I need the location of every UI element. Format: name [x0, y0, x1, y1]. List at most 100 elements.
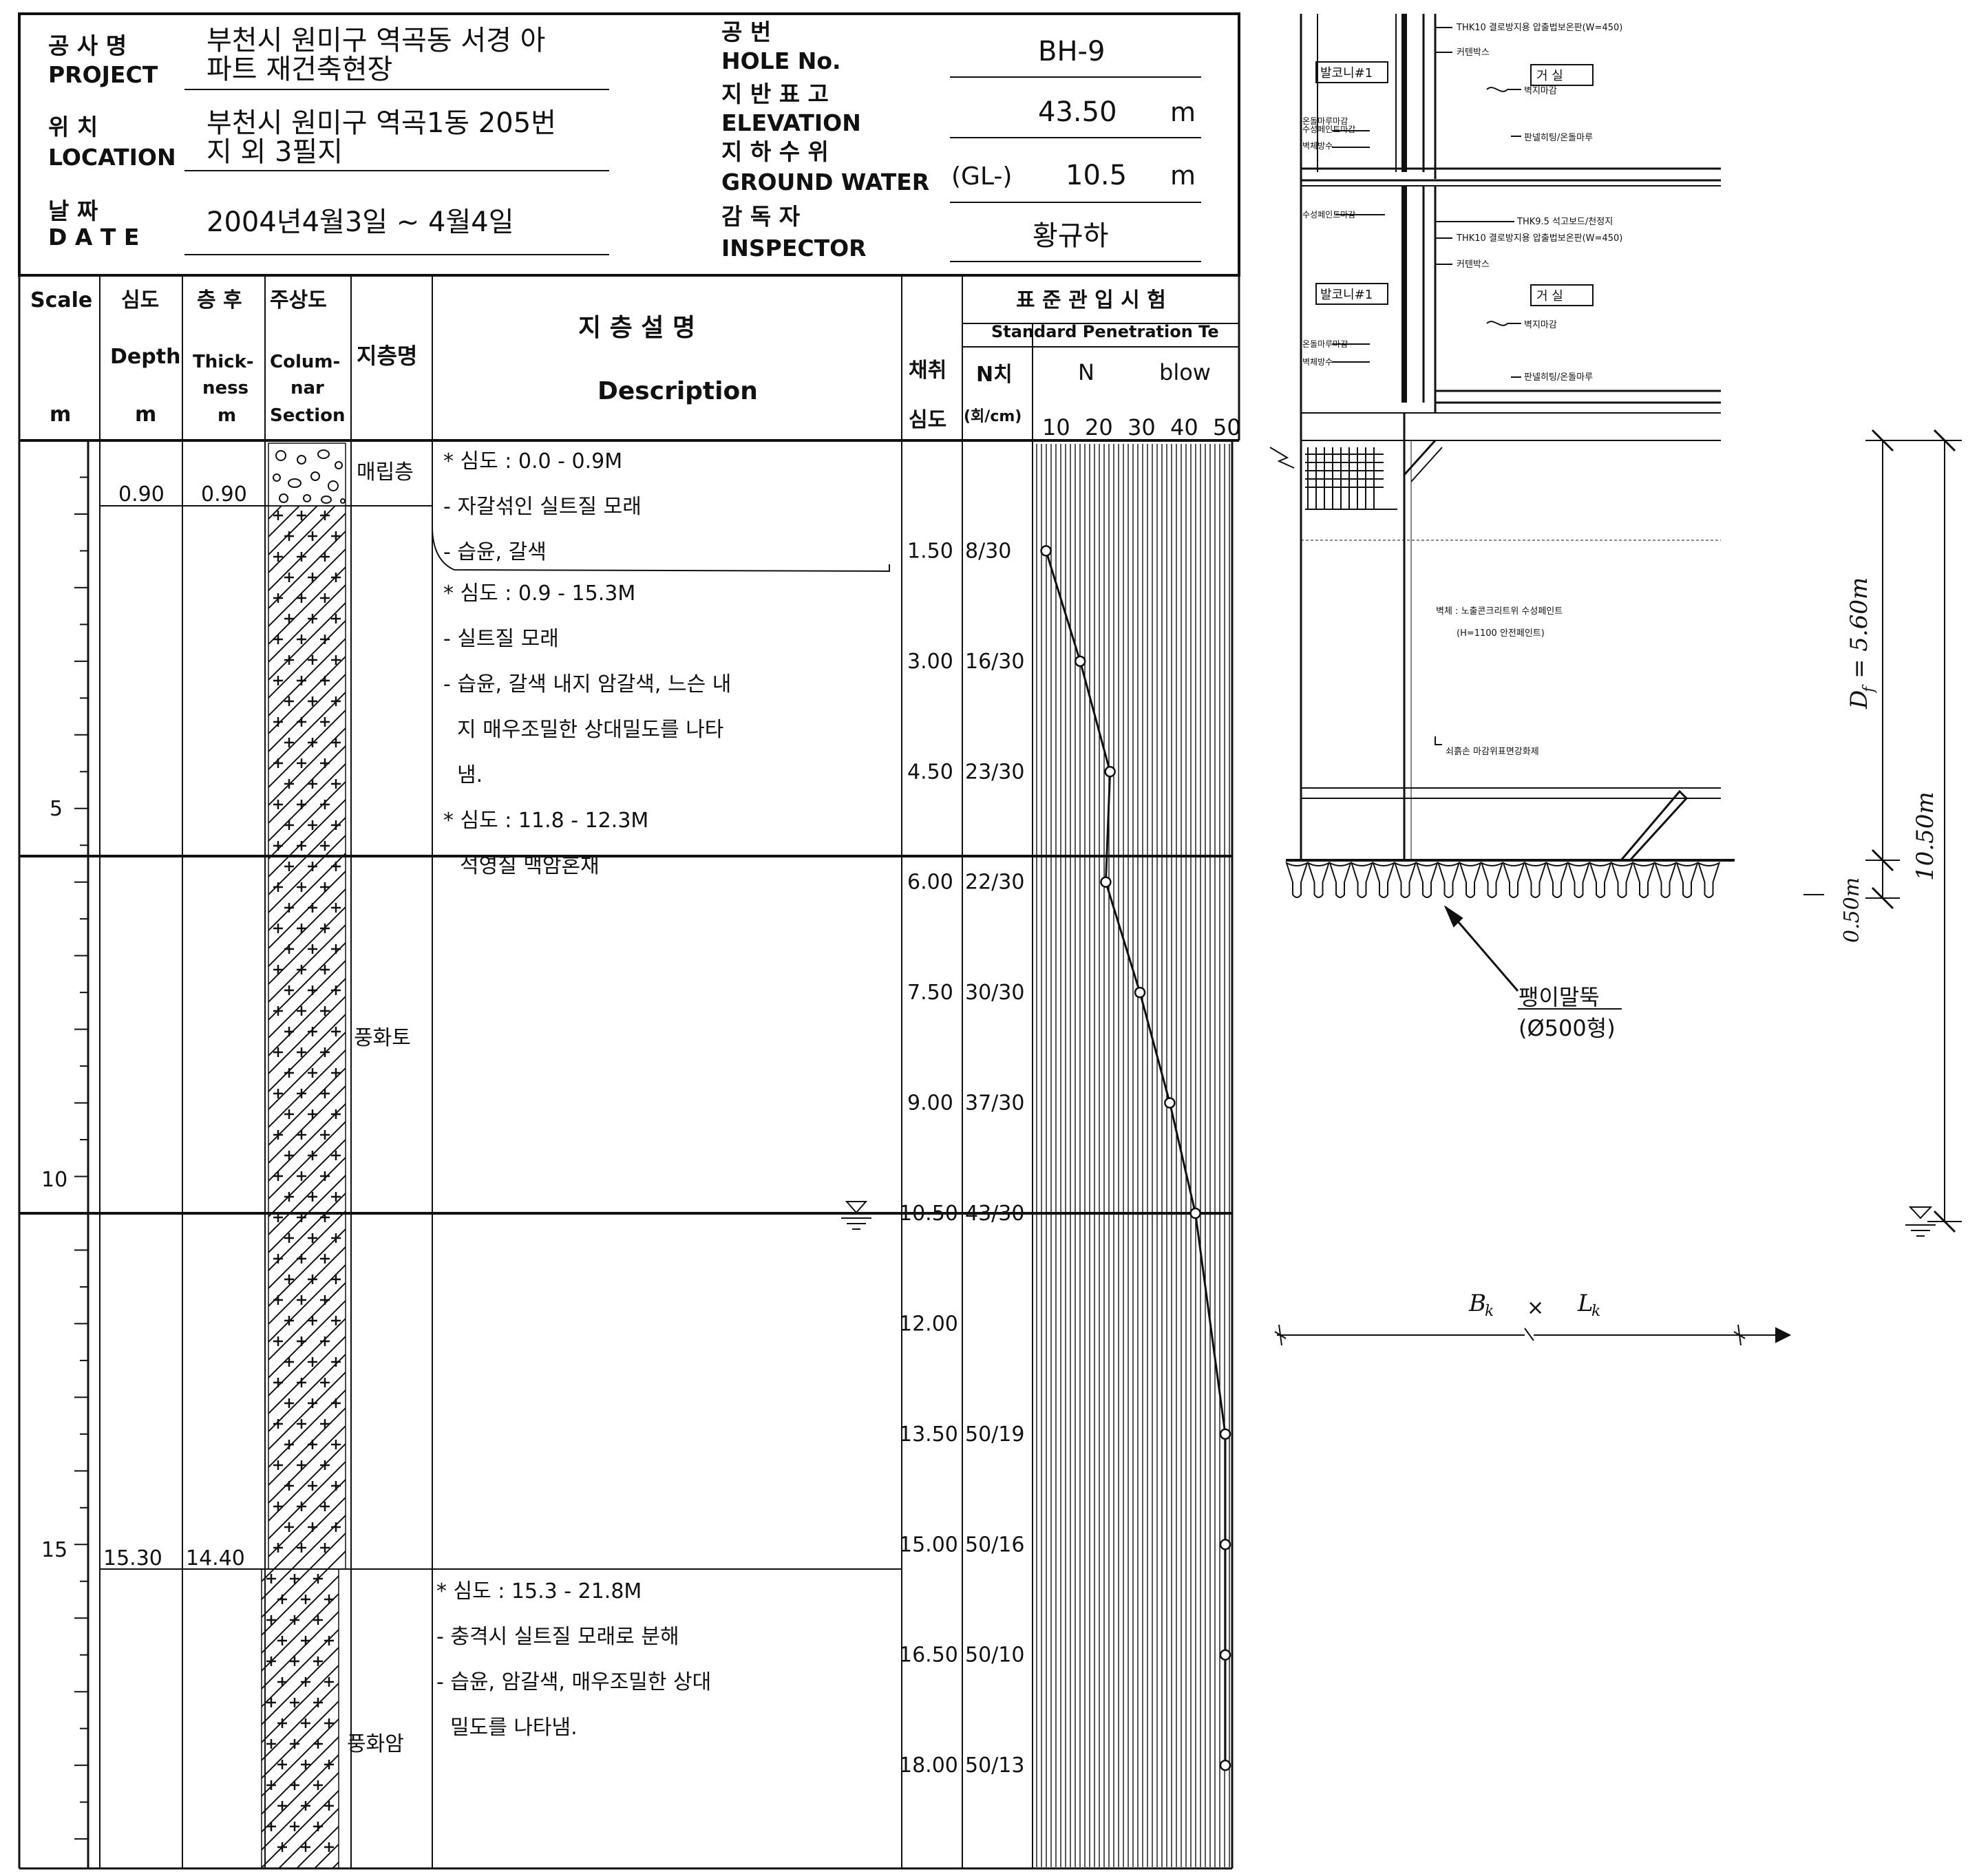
scale-ruler [74, 440, 89, 1868]
layer-name-weathered-soil: 풍화토 [354, 1026, 411, 1050]
sample-depth-label: 18.00 [899, 1754, 958, 1778]
groundwater-label-ko: 지 하 수 위 [721, 138, 829, 165]
note-mid-waterproof: 벽체방수 [1302, 357, 1333, 367]
spt-data-point [1100, 876, 1112, 888]
plus-mark [273, 1130, 283, 1140]
top-pile [1306, 861, 1331, 898]
plus-mark [284, 1068, 294, 1078]
top-pile [1589, 861, 1612, 898]
scale-label-5: 5 [50, 797, 63, 821]
plus-mark [297, 1006, 306, 1016]
plus-mark [331, 820, 341, 830]
spt-data-point [1219, 1539, 1231, 1550]
plus-mark [308, 1398, 317, 1408]
plus-mark [273, 1089, 283, 1098]
plus-mark [308, 738, 317, 747]
plus-mark [297, 1171, 306, 1181]
project-value-line2: 파트 재건축현장 [207, 54, 392, 85]
n-value-label: 30/30 [965, 981, 1024, 1005]
n-value-unit: (회/cm) [964, 408, 1022, 425]
plus-mark [277, 1595, 287, 1604]
plus-mark [324, 1718, 334, 1728]
n-value-label: 37/30 [965, 1091, 1024, 1116]
plus-mark [331, 1068, 341, 1078]
plus-mark [273, 1460, 283, 1470]
plus-mark [331, 531, 341, 541]
lk-arrowhead [1742, 1327, 1792, 1343]
inspector-label-ko: 감 독 자 [721, 203, 801, 230]
pile-gap-label: 0.50m [1840, 877, 1864, 943]
log-table: Scale m 심도 Depth m 층 후 Thick- ness m 주상도… [18, 275, 1241, 1870]
plus-mark [320, 1419, 330, 1429]
top-pile [1393, 861, 1417, 898]
plus-mark [320, 717, 330, 727]
desc-2-line-6: * 심도 : 11.8 - 12.3M [443, 809, 648, 833]
desc-2-line-7: 석영질 맥암혼재 [460, 854, 600, 878]
plus-mark [273, 1006, 283, 1016]
n-value-label: 50/10 [965, 1643, 1024, 1667]
plus-mark [297, 635, 306, 644]
plus-mark [313, 1656, 323, 1666]
n-value-label: 50/13 [965, 1754, 1024, 1778]
plus-mark [308, 1151, 317, 1160]
plus-mark [273, 965, 283, 974]
plus-mark [290, 1615, 299, 1625]
location-label-en: LOCATION [48, 144, 176, 171]
note-upper-paint: 수성페인트마감 [1302, 125, 1355, 134]
bk-break-symbol [1524, 1328, 1534, 1341]
plus-mark [320, 552, 330, 562]
lk-sub: k [1591, 1303, 1600, 1320]
plus-mark [331, 1233, 341, 1243]
plus-mark [320, 800, 330, 809]
column-header-en3: Section [270, 405, 345, 426]
desc-2-line-4: 지 매우조밀한 상대밀도를 나타 [457, 718, 723, 742]
groundwater-unit: m [1170, 160, 1196, 191]
plus-mark [266, 1615, 276, 1625]
plus-mark [297, 511, 306, 520]
n-value-label: 50/19 [965, 1422, 1024, 1447]
note-upper-curtain: 커텐박스 [1457, 47, 1490, 58]
plus-mark [284, 903, 294, 913]
spt-data-point [1104, 766, 1116, 778]
hole-value: BH-9 [1038, 36, 1105, 67]
note-mid-heating: 판넬히팅/온돌마루 [1524, 372, 1593, 383]
plus-mark [284, 1440, 294, 1449]
top-pile [1502, 861, 1525, 898]
spt-title-en: Standard Penetration Te [991, 322, 1219, 341]
plus-mark [331, 985, 341, 995]
top-pile [1459, 861, 1482, 898]
plus-mark [273, 1419, 283, 1429]
weathered-soil-section [268, 505, 346, 1570]
hole-label-ko: 공 번 [721, 19, 771, 45]
plus-mark [320, 1006, 330, 1016]
thickness-value-0-90: 0.90 [201, 482, 247, 507]
sample-header-2: 심도 [909, 408, 946, 432]
plus-mark [331, 1357, 341, 1367]
plus-mark [320, 924, 330, 933]
plus-mark [320, 1171, 330, 1181]
plus-mark [284, 1357, 294, 1367]
desc-3-line-4: 밀도를 나타냄. [450, 1716, 578, 1740]
plus-mark [273, 1047, 283, 1057]
inspector-value: 황규하 [1033, 220, 1108, 252]
thickness-unit: m [218, 405, 236, 426]
plus-mark [284, 862, 294, 871]
plus-mark [320, 1295, 330, 1305]
location-value-line2: 지 외 3필지 [207, 136, 343, 168]
plus-mark [273, 758, 283, 768]
label-leaders [1332, 17, 1521, 745]
building-section [1269, 14, 1735, 898]
weathered-rock-plus-marks [266, 1574, 334, 1852]
plus-mark [308, 1440, 317, 1449]
scale-unit: m [50, 403, 71, 427]
plus-mark [320, 1254, 330, 1264]
plus-mark [277, 1677, 287, 1687]
plus-mark [308, 1109, 317, 1119]
plus-mark [301, 1677, 310, 1687]
plus-mark [284, 1192, 294, 1202]
top-pile [1285, 861, 1309, 898]
pile-name: 팽이말뚝 [1519, 984, 1600, 1010]
plus-mark [301, 1718, 310, 1728]
plus-mark [320, 1378, 330, 1387]
plus-mark [277, 1718, 287, 1728]
